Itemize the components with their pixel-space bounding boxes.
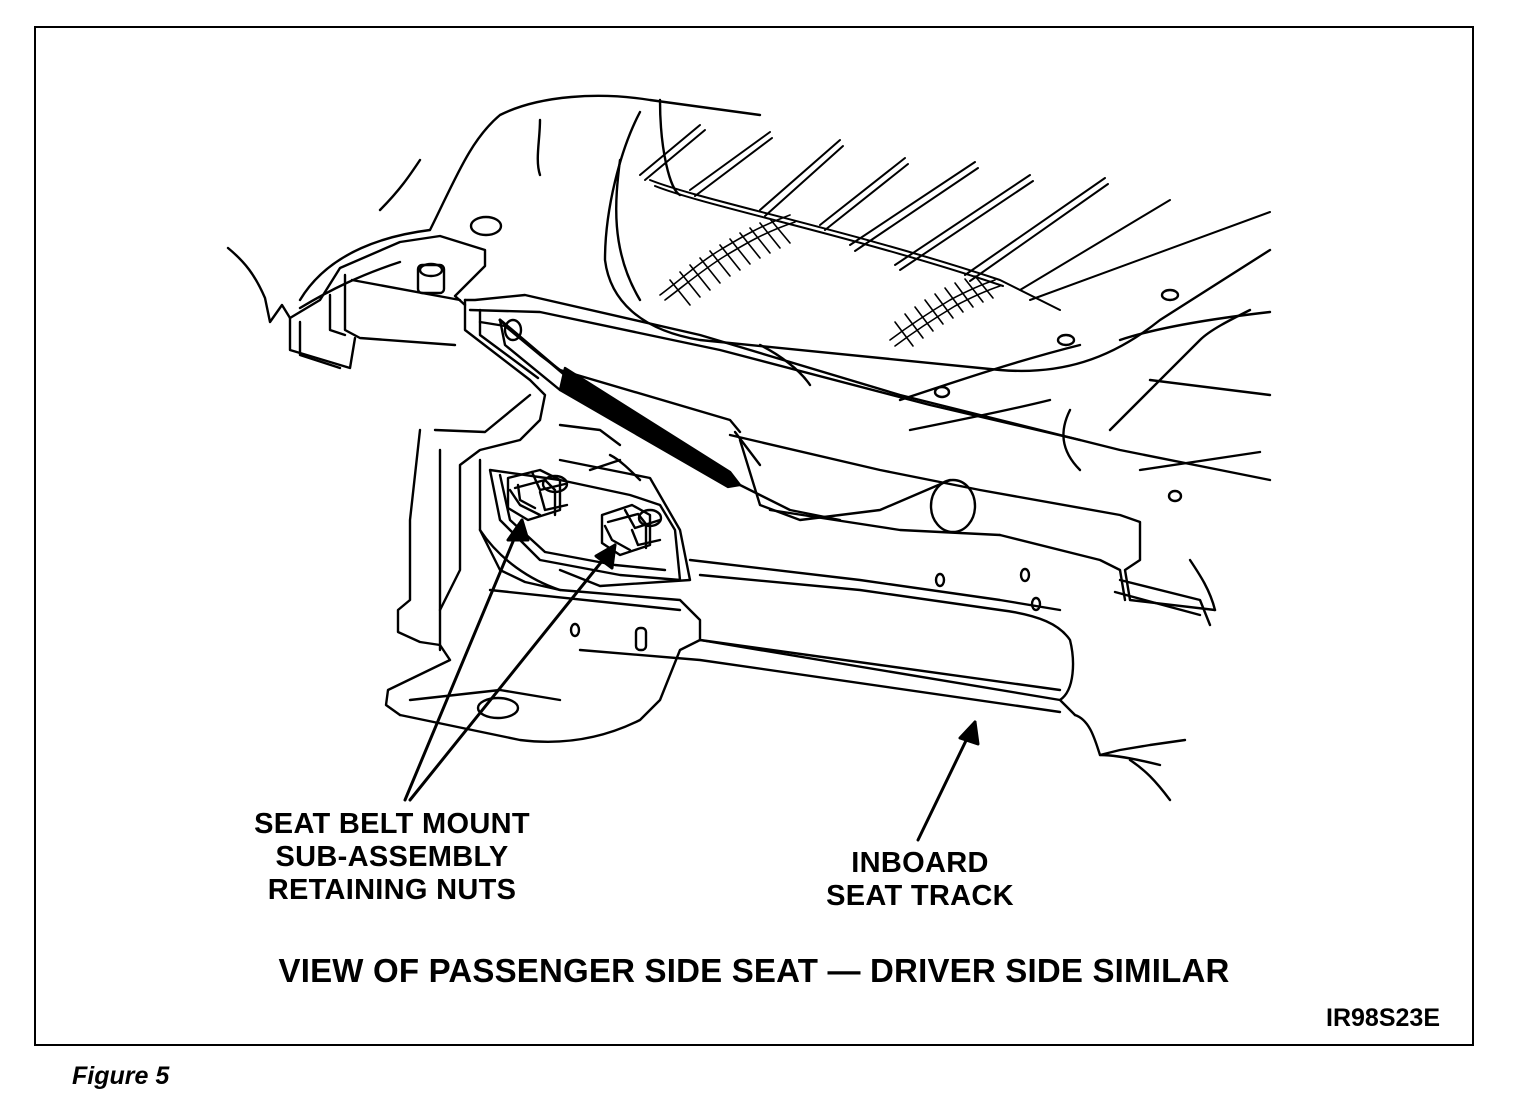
floor-contours	[758, 308, 1272, 612]
retaining-nuts-callout: SEAT BELT MOUNT SUB-ASSEMBLY RETAINING N…	[232, 808, 552, 907]
retaining-nut-right	[600, 503, 663, 557]
figure-caption: VIEW OF PASSENGER SIDE SEAT — DRIVER SID…	[278, 952, 1230, 989]
leader-arrows	[403, 518, 980, 842]
belt-tube	[498, 318, 842, 522]
lower-track	[384, 393, 1187, 802]
callout-line: SUB-ASSEMBLY	[275, 841, 509, 873]
callout-line: RETAINING NUTS	[267, 874, 517, 906]
seat-track-rail	[438, 293, 1272, 627]
spring-wires	[639, 124, 1271, 311]
coil-spring-left	[659, 214, 796, 306]
coil-spring-right	[889, 275, 1001, 347]
inboard-track-callout: INBOARD SEAT TRACK	[786, 847, 1054, 913]
floor-holes	[469, 215, 1183, 720]
callout-line: SEAT BELT MOUNT	[254, 808, 530, 840]
figure-number: Figure 5	[72, 1062, 170, 1090]
figure-code: IR98S23E	[1326, 1004, 1440, 1032]
front-bracket	[226, 234, 487, 370]
retaining-nut-left	[506, 468, 569, 522]
seat-cushion-outline	[298, 94, 1272, 373]
callout-line: SEAT TRACK	[826, 880, 1014, 912]
callout-line: INBOARD	[851, 847, 989, 879]
figure-frame	[34, 26, 1474, 1046]
